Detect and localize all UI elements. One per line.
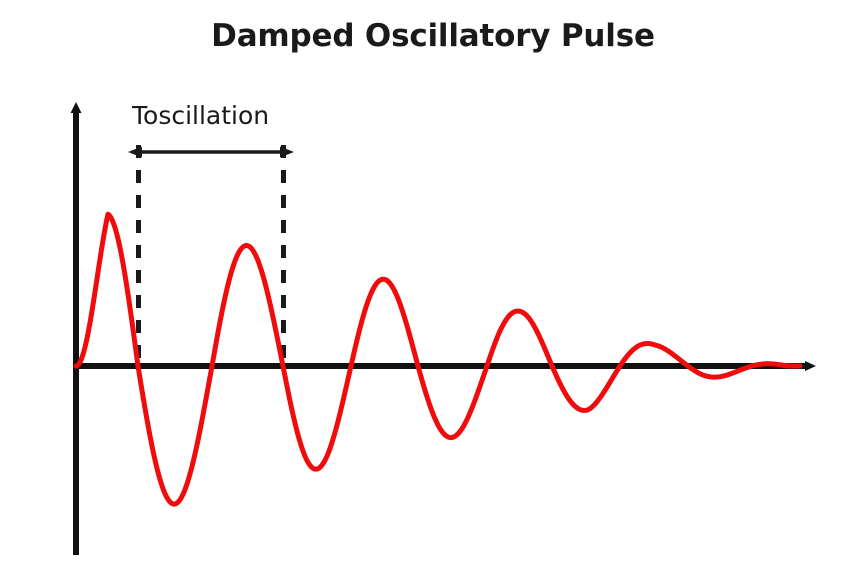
period-annotation-label: Toscillation — [132, 101, 270, 130]
damped-oscillation-curve — [73, 211, 803, 507]
page-title: Damped Oscillatory Pulse — [211, 18, 655, 54]
